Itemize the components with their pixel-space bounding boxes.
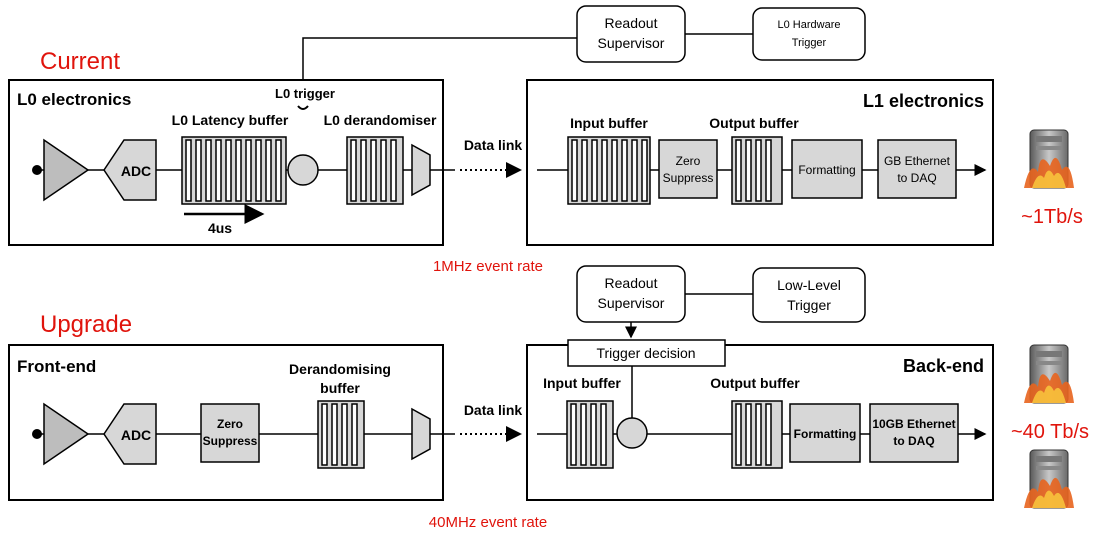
hw-trigger-line2: Trigger — [792, 37, 827, 49]
current-heading: Current — [40, 48, 120, 75]
l1-ethernet-block: GB Ethernet to DAQ — [877, 139, 957, 199]
input-node — [32, 165, 42, 175]
l1-ethernet-line2: to DAQ — [897, 171, 936, 185]
adc-icon: ADC — [103, 139, 157, 201]
server-icon — [1023, 449, 1075, 509]
front-end-zero-suppress-block: Zero Suppress — [200, 403, 260, 463]
l1-input-buffer — [567, 136, 651, 205]
back-end-title: Back-end — [903, 356, 984, 376]
current-throughput: ~1Tb/s — [1021, 206, 1083, 228]
l1-formatting-label: Formatting — [798, 163, 855, 177]
back-end-ethernet-line2: to DAQ — [893, 434, 934, 448]
readout-supervisor-box: Readout Supervisor — [576, 5, 686, 63]
front-end-title: Front-end — [17, 357, 96, 376]
l1-electronics-title: L1 electronics — [863, 91, 984, 111]
readout-supervisor-line1: Readout — [605, 15, 658, 31]
upgrade-data-link: Data link — [464, 402, 523, 418]
l0-derandomiser-label: L0 derandomiser — [324, 112, 437, 128]
back-end-input-buffer-label: Input buffer — [543, 375, 621, 391]
derandomising-buffer — [317, 400, 365, 469]
upgrade-readout-line1: Readout — [605, 275, 658, 291]
adc-icon: ADC — [103, 403, 157, 465]
l0-trigger-node — [287, 154, 319, 186]
l1-output-buffer-label: Output buffer — [709, 115, 799, 131]
server-icon — [1023, 344, 1075, 404]
amplifier-icon — [43, 138, 90, 202]
back-end-output-buffer-label: Output buffer — [710, 375, 800, 391]
hw-trigger-line1: L0 Hardware — [778, 19, 841, 31]
l0-latency-buffer — [181, 136, 287, 205]
upgrade-throughput: ~40 Tb/s — [1011, 421, 1089, 443]
upgrade-heading: Upgrade — [40, 311, 132, 338]
l1-ethernet-line1: GB Ethernet — [884, 154, 951, 168]
trigger-decision-box: Trigger decision — [567, 339, 726, 367]
derandomising-line2: buffer — [320, 380, 360, 396]
derandomising-line1: Derandomising — [289, 361, 391, 377]
upgrade-event-rate: 40MHz event rate — [429, 514, 547, 531]
current-data-link: Data link — [464, 137, 523, 153]
l1-zero-suppress-line1: Zero — [676, 154, 701, 168]
amplifier-icon — [43, 402, 90, 466]
back-end-ethernet-block: 10GB Ethernet to DAQ — [869, 403, 959, 463]
low-level-trigger-box: Low-Level Trigger — [752, 267, 866, 323]
l1-output-buffer — [731, 136, 783, 205]
low-level-trigger-line1: Low-Level — [777, 277, 841, 293]
l1-zero-suppress-line2: Suppress — [663, 171, 714, 185]
l0-electronics-title: L0 electronics — [17, 90, 131, 109]
l0-derandomiser — [346, 136, 404, 205]
upgrade-readout-supervisor-box: Readout Supervisor — [576, 265, 686, 323]
server-icon — [1023, 129, 1075, 189]
multiplexer-icon — [411, 143, 431, 197]
adc-label: ADC — [121, 163, 151, 179]
fe-zero-suppress-line1: Zero — [217, 417, 243, 431]
l0-hardware-trigger-box: L0 Hardware Trigger — [752, 7, 866, 61]
back-end-input-buffer — [566, 400, 614, 469]
current-event-rate: 1MHz event rate — [433, 258, 543, 275]
back-end-formatting-block: Formatting — [789, 403, 861, 463]
back-end-ethernet-line1: 10GB Ethernet — [872, 417, 955, 431]
l0-trigger-label: L0 trigger — [275, 86, 335, 101]
readout-supervisor-line2: Supervisor — [598, 35, 665, 51]
fe-zero-suppress-line2: Suppress — [203, 434, 258, 448]
back-end-formatting-label: Formatting — [794, 427, 857, 441]
latency-value: 4us — [208, 220, 232, 236]
l1-zero-suppress-block: Zero Suppress — [658, 139, 718, 199]
upgrade-readout-line2: Supervisor — [598, 295, 665, 311]
trigger-decision-label: Trigger decision — [596, 345, 695, 361]
multiplexer-icon — [411, 407, 431, 461]
l1-formatting-block: Formatting — [791, 139, 863, 199]
l0-latency-buffer-label: L0 Latency buffer — [172, 112, 289, 128]
upgrade-input-node — [32, 429, 42, 439]
back-end-output-buffer — [731, 400, 783, 469]
upgrade-adc-label: ADC — [121, 427, 151, 443]
l1-input-buffer-label: Input buffer — [570, 115, 648, 131]
low-level-trigger-line2: Trigger — [787, 297, 831, 313]
trigger-decision-node — [616, 417, 648, 449]
